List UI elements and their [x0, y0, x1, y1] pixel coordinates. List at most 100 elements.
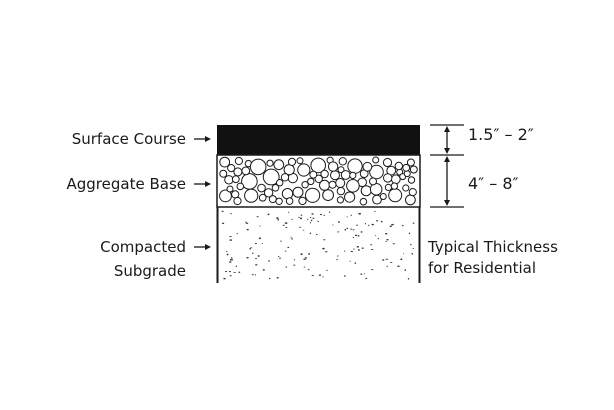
speck — [344, 228, 347, 231]
speck — [267, 213, 270, 216]
aggregate-stones — [219, 156, 418, 206]
speck — [318, 274, 322, 276]
speck — [409, 244, 412, 246]
stone — [236, 182, 245, 191]
stone — [233, 196, 242, 206]
speck — [380, 221, 383, 223]
stone — [390, 182, 399, 190]
speck — [245, 222, 249, 224]
speck — [377, 237, 379, 240]
speck — [412, 222, 415, 224]
stone — [249, 158, 267, 176]
speck — [298, 216, 300, 218]
speck — [358, 212, 362, 215]
stone — [276, 179, 284, 187]
speck — [268, 260, 271, 262]
stone — [280, 173, 290, 182]
speck — [230, 258, 232, 261]
speck — [254, 274, 257, 276]
speck — [246, 228, 249, 231]
stone — [271, 184, 280, 192]
speck — [293, 259, 295, 261]
stone — [402, 163, 411, 172]
stone — [362, 161, 373, 172]
stone — [263, 188, 274, 198]
stone — [262, 168, 280, 186]
speck — [407, 277, 410, 280]
speck — [229, 261, 232, 263]
speck — [360, 231, 363, 233]
stone — [369, 164, 384, 180]
speck — [310, 219, 313, 222]
speck — [360, 273, 363, 275]
speck — [230, 259, 234, 261]
surface-course-label: Surface Course — [71, 130, 186, 148]
speck — [363, 273, 366, 275]
speck — [370, 269, 374, 271]
speck — [285, 266, 287, 268]
speck — [268, 277, 271, 280]
stone — [314, 174, 323, 184]
speck — [282, 224, 285, 226]
speck — [303, 266, 306, 268]
stone — [349, 171, 357, 179]
stone — [382, 157, 393, 168]
stone — [336, 186, 346, 196]
speck — [317, 220, 320, 222]
speck — [291, 218, 294, 220]
stone — [219, 169, 228, 178]
speck — [226, 251, 228, 252]
speck — [261, 243, 264, 244]
stone — [369, 177, 377, 186]
speck — [229, 275, 232, 277]
stone — [227, 164, 236, 173]
leader-arrows — [194, 136, 211, 250]
arrow-icon — [194, 181, 211, 187]
stone — [244, 188, 259, 203]
speck — [221, 222, 225, 225]
stone — [340, 170, 351, 180]
speck — [382, 259, 385, 261]
speck — [361, 247, 364, 249]
stone — [287, 157, 297, 166]
stone — [406, 158, 415, 167]
speck — [385, 258, 389, 260]
stone — [394, 161, 403, 171]
speck — [244, 221, 248, 223]
speck — [337, 221, 340, 223]
stone — [347, 158, 363, 174]
speck — [287, 211, 290, 213]
speck — [302, 229, 305, 231]
speck — [299, 226, 302, 228]
stone — [337, 166, 345, 174]
stone — [297, 163, 311, 177]
speck — [337, 255, 339, 257]
speck — [324, 251, 328, 253]
aggregate-base-label: Aggregate Base — [66, 175, 187, 193]
speck — [322, 247, 325, 250]
stone — [338, 157, 347, 166]
speck — [352, 229, 355, 231]
speck — [278, 257, 282, 259]
speck — [385, 233, 388, 235]
speck — [323, 239, 326, 241]
stone — [344, 191, 356, 203]
speck — [400, 258, 403, 261]
speck — [352, 237, 355, 239]
dimension-markers — [430, 124, 464, 208]
speck — [285, 227, 288, 228]
stone — [372, 156, 380, 164]
speck — [311, 213, 314, 215]
speck — [326, 269, 328, 272]
speck — [365, 277, 368, 279]
stone — [360, 185, 372, 197]
stone — [273, 159, 285, 171]
speck — [259, 237, 262, 239]
speck — [386, 239, 389, 241]
speck — [300, 214, 303, 216]
stone — [275, 197, 283, 206]
speck — [284, 222, 288, 224]
note-line2: for Residential — [428, 259, 537, 277]
